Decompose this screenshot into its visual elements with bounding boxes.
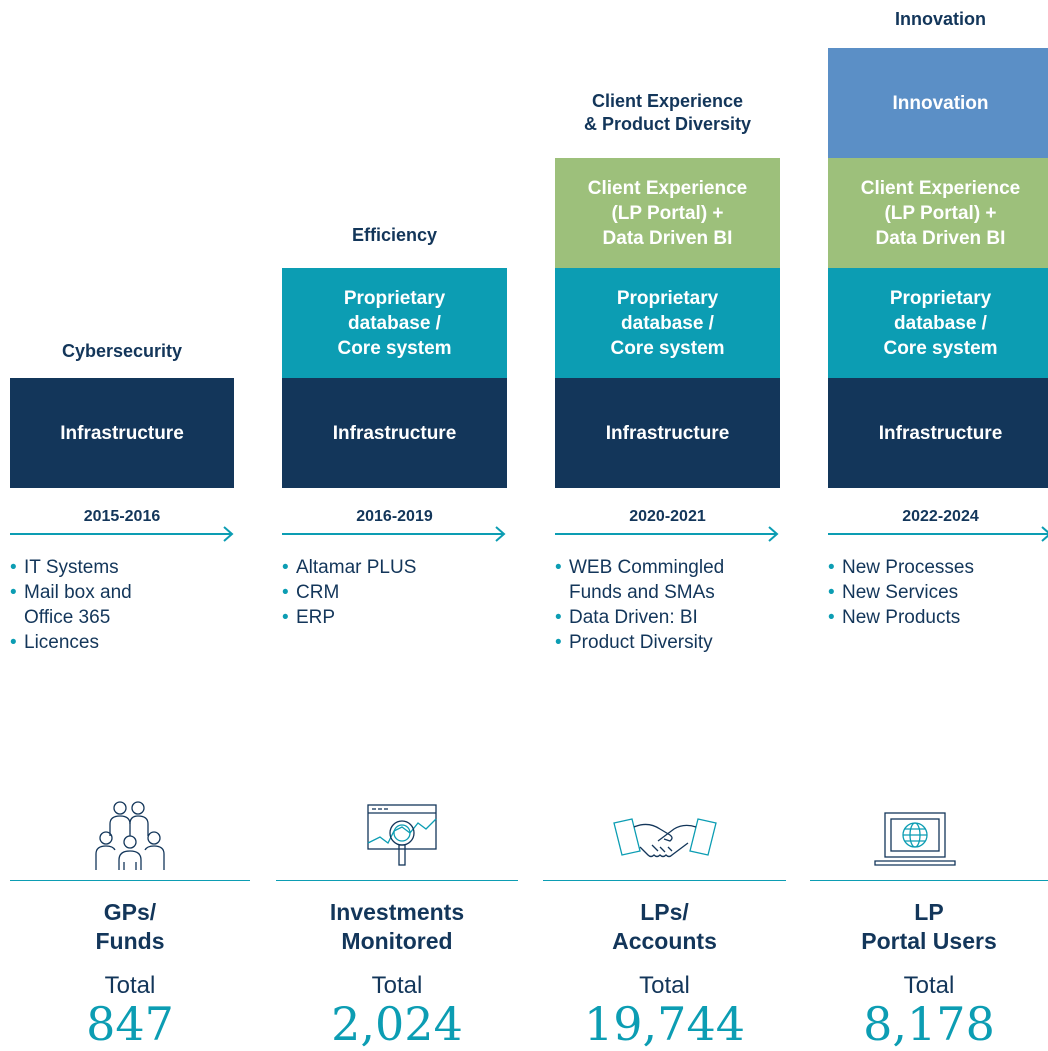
list-item: •New Services <box>828 582 959 603</box>
metric-label: GPs/ Funds <box>95 899 165 954</box>
metric-label: LPs/ Accounts <box>612 899 717 954</box>
period-label: 2016-2019 <box>356 508 433 525</box>
list-item: •Licences <box>10 632 99 653</box>
metric-label: Investments Monitored <box>329 899 465 954</box>
stage-title: Efficiency <box>351 225 438 245</box>
infrastructure-block: Infrastructure <box>555 378 780 488</box>
metric-total-label: Total <box>104 972 156 999</box>
list-item: •WEB Commingled Funds and SMAs <box>555 557 725 603</box>
client-experience-block: Client Experience (LP Portal) + Data Dri… <box>828 158 1048 268</box>
people-group-icon <box>95 801 165 870</box>
infrastructure-block: Infrastructure <box>828 378 1048 488</box>
metric-label: LP Portal Users <box>861 899 997 954</box>
timeline-arrow-icon <box>10 526 234 542</box>
divider <box>10 880 250 881</box>
bullet-list: •Altamar PLUS •CRM •ERP <box>282 555 512 630</box>
laptop-globe-icon <box>874 812 956 866</box>
metric-value: 8,178 <box>863 997 995 1051</box>
stage-title: Cybersecurity <box>61 341 183 361</box>
innovation-block: Innovation <box>828 48 1048 158</box>
metric-value: 2,024 <box>331 997 463 1051</box>
divider <box>810 880 1048 881</box>
core-system-block: Proprietary database / Core system <box>828 268 1048 378</box>
list-item: •Data Driven: BI <box>555 607 698 628</box>
period-label: 2020-2021 <box>629 508 706 525</box>
bullet-list: •WEB Commingled Funds and SMAs •Data Dri… <box>555 555 785 655</box>
metric-total-label: Total <box>903 972 955 999</box>
bullet-list: •New Processes •New Services •New Produc… <box>828 555 1043 630</box>
handshake-icon <box>613 818 717 858</box>
chart-magnifier-icon <box>367 804 437 866</box>
timeline-arrow-icon <box>282 526 506 542</box>
core-system-block: Proprietary database / Core system <box>555 268 780 378</box>
stage-title: Innovation <box>895 9 986 29</box>
list-item: •CRM <box>282 582 340 603</box>
divider <box>543 880 786 881</box>
list-item: •ERP <box>282 607 336 628</box>
list-item: •IT Systems <box>10 557 119 578</box>
period-label: 2022-2024 <box>902 508 979 525</box>
period-label: 2015-2016 <box>83 508 161 525</box>
stage-title: Client Experience & Product Diversity <box>583 91 752 134</box>
list-item: •Product Diversity <box>555 632 713 653</box>
metric-value: 19,744 <box>584 997 745 1051</box>
list-item: •Altamar PLUS <box>282 557 417 578</box>
list-item: •Mail box and Office 365 <box>10 582 132 628</box>
infrastructure-block: Infrastructure <box>282 378 507 488</box>
list-item: •New Products <box>828 607 961 628</box>
client-experience-block: Client Experience (LP Portal) + Data Dri… <box>555 158 780 268</box>
bullet-list: •IT Systems •Mail box and Office 365 •Li… <box>10 555 240 655</box>
timeline-arrow-icon <box>555 526 779 542</box>
list-item: •New Processes <box>828 557 974 578</box>
metric-total-label: Total <box>639 972 690 999</box>
divider <box>276 880 518 881</box>
metric-value: 847 <box>86 997 174 1051</box>
core-system-block: Proprietary database / Core system <box>282 268 507 378</box>
timeline-arrow-icon <box>828 526 1048 542</box>
metric-total-label: Total <box>371 972 423 999</box>
infrastructure-block: Infrastructure <box>10 378 234 488</box>
